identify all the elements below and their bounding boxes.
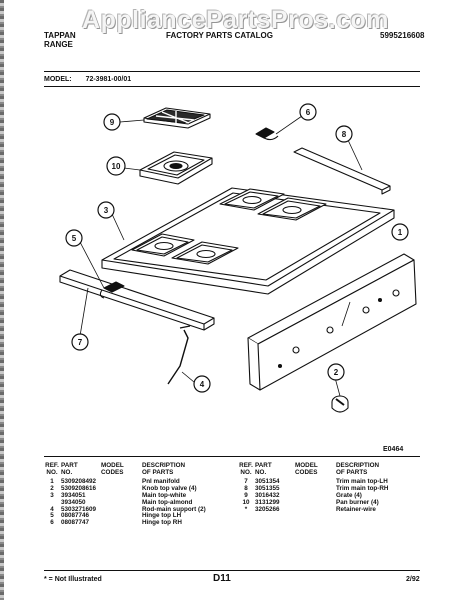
callout-9: 9: [103, 113, 121, 131]
callout-3-label: 3: [104, 206, 109, 215]
exploded-parts-diagram: 1 2 3 4 5 6 7 8 9 10: [59, 103, 417, 413]
callout-8: 8: [335, 125, 353, 143]
callout-7-label: 7: [78, 338, 83, 347]
watermark: AppliancePartsPros.com: [82, 6, 389, 34]
model-row: MODEL: 72-3981-00/01: [44, 76, 131, 83]
callout-8-label: 8: [342, 130, 347, 139]
model-rule: [44, 86, 420, 87]
brand-line-2: RANGE: [44, 40, 73, 49]
model-value: 72-3981-00/01: [85, 76, 132, 83]
footer-rule: [44, 570, 420, 571]
callout-1: 1: [391, 223, 409, 241]
catalog-title: FACTORY PARTS CATALOG: [166, 31, 273, 40]
revision-date: 2/92: [406, 576, 420, 583]
header-ref: REF.NO.: [239, 462, 253, 476]
main-top-part: [101, 187, 395, 295]
header-rule: [44, 71, 420, 72]
knob-part: [331, 395, 349, 413]
brand-line-1: TAPPAN: [44, 31, 76, 40]
callout-2-label: 2: [334, 368, 339, 377]
callout-10-label: 10: [112, 162, 121, 171]
callout-6-label: 6: [306, 108, 311, 117]
callout-10: 10: [106, 156, 126, 176]
model-label: MODEL:: [44, 76, 72, 83]
callout-9-label: 9: [110, 118, 115, 127]
footer-note: * = Not Illustrated: [44, 576, 102, 583]
callout-4: 4: [193, 375, 211, 393]
hinge-rh-part: [255, 127, 279, 141]
callout-1-label: 1: [398, 228, 403, 237]
diagram-code: E0464: [383, 446, 404, 453]
manifold-panel-part: [247, 253, 417, 391]
callout-5-label: 5: [72, 234, 77, 243]
page-number: D11: [213, 573, 231, 584]
callout-7: 7: [71, 333, 89, 351]
callout-5: 5: [65, 229, 83, 247]
catalog-number: 5995216608: [380, 31, 425, 40]
burner-pan-part: [139, 151, 213, 185]
trim-lh-part: [59, 269, 215, 331]
support-rod-part: [167, 325, 191, 385]
hinge-lh-part: [99, 281, 125, 299]
scan-edge: [0, 0, 4, 600]
callout-6: 6: [299, 103, 317, 121]
header-ref: REF.NO.: [45, 462, 59, 476]
trim-rh-part: [293, 147, 391, 195]
callout-4-label: 4: [200, 380, 205, 389]
callout-3: 3: [97, 201, 115, 219]
brand-name: TAPPAN RANGE: [44, 31, 76, 49]
grate-part: [143, 107, 211, 129]
table-rule: [44, 456, 420, 457]
callout-2: 2: [327, 363, 345, 381]
